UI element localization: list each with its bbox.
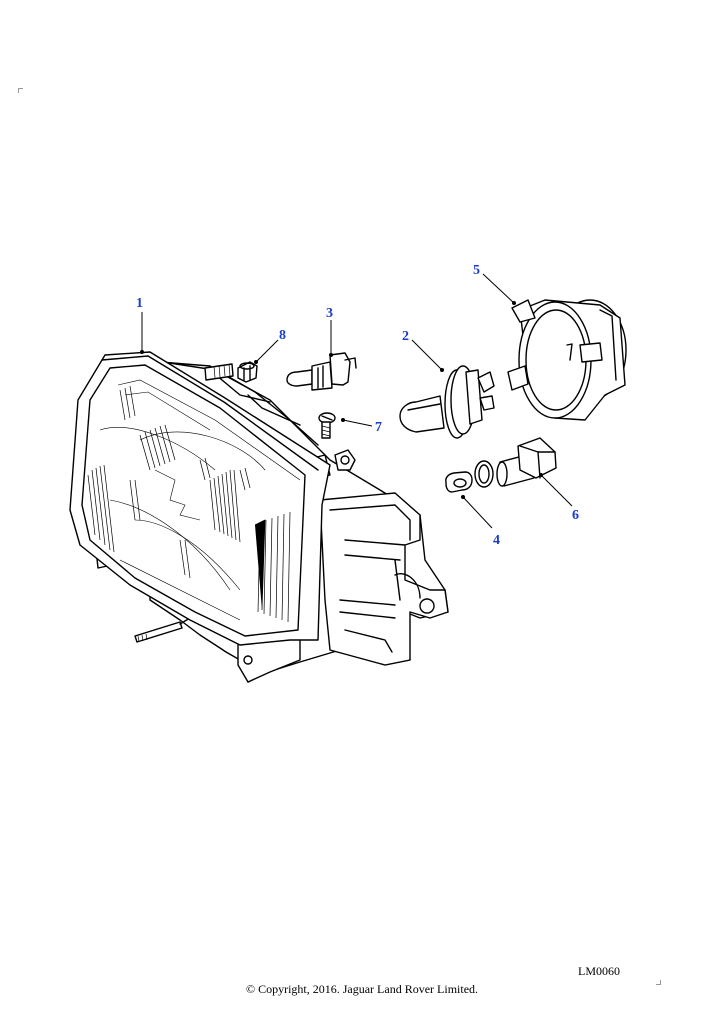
callout-5: 5: [473, 263, 516, 305]
copyright-notice: © Copyright, 2016. Jaguar Land Rover Lim…: [245, 982, 479, 996]
part-4-sidelight-bulb: [445, 471, 473, 493]
callout-1: 1: [136, 296, 144, 354]
part-5-bulb-cover: [507, 299, 627, 421]
part-3-bulb-holder: [286, 352, 357, 391]
crop-mark-bottom-right: [656, 980, 661, 985]
headlamp-unit: [69, 351, 449, 683]
svg-text:5: 5: [473, 263, 480, 278]
diagram-reference-code: LM0060: [578, 964, 620, 978]
part-7-screw: [318, 412, 336, 439]
lens-hatching: [87, 385, 291, 623]
svg-text:4: 4: [493, 533, 500, 548]
part-6-holder-and-ring: [474, 437, 557, 488]
callout-4: 4: [461, 495, 500, 548]
crop-mark-top-left: [18, 88, 23, 93]
part-8-nut: [237, 361, 258, 383]
svg-text:7: 7: [375, 420, 382, 435]
svg-text:6: 6: [572, 508, 579, 523]
callout-3: 3: [326, 306, 333, 357]
callout-6: 6: [539, 473, 579, 523]
callout-2: 2: [402, 329, 444, 372]
callout-8: 8: [254, 328, 286, 364]
svg-text:3: 3: [326, 306, 333, 321]
svg-text:2: 2: [402, 329, 409, 344]
svg-text:8: 8: [279, 328, 286, 343]
part-2-headlamp-bulb: [399, 365, 495, 439]
svg-text:1: 1: [136, 296, 143, 311]
callout-7: 7: [341, 418, 382, 435]
